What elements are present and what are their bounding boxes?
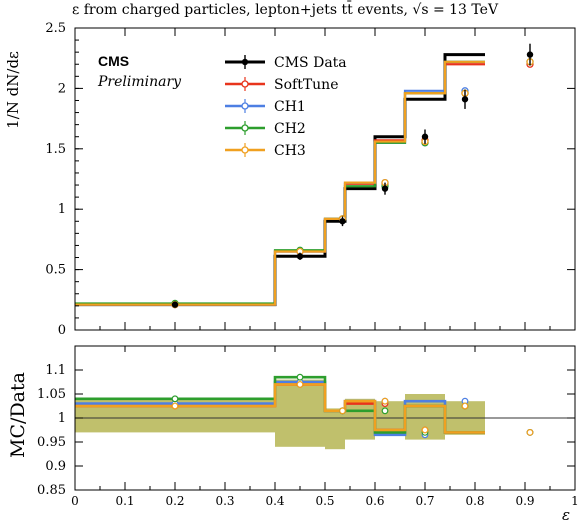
legend-swatch-marker	[241, 146, 249, 154]
data-point	[381, 185, 389, 192]
y-tick-label-top: 2.5	[45, 21, 66, 36]
y-tick-label-top: 1.5	[45, 142, 66, 157]
y-tick-label-top: 1	[58, 202, 66, 217]
ratio-line	[75, 383, 485, 434]
y-tick-label-ratio: 0.95	[37, 435, 66, 450]
legend-swatch-marker	[241, 58, 249, 66]
data-point	[526, 51, 534, 58]
legend-swatch-marker	[241, 80, 249, 88]
data-point	[421, 133, 429, 140]
ratio-marker	[296, 381, 304, 388]
data-point	[339, 218, 346, 225]
y-tick-label-ratio: 1	[58, 411, 66, 426]
legend-label: SoftTune	[274, 77, 338, 93]
ratio-marker	[381, 407, 389, 415]
x-axis-label: ε	[562, 506, 570, 524]
x-tick-label: 0	[71, 494, 79, 508]
x-tick-label: 0.3	[215, 494, 234, 508]
y-tick-label-top: 0	[58, 323, 66, 338]
x-tick-label: 0.7	[415, 494, 434, 508]
y-tick-label-ratio: 1.1	[45, 363, 66, 378]
ratio-marker	[526, 429, 534, 436]
x-tick-label: 0.9	[515, 494, 534, 508]
ratio-marker	[296, 373, 304, 381]
legend-label: CMS Data	[274, 55, 347, 71]
x-tick-label: 0.6	[365, 494, 384, 508]
legend-label: CH3	[274, 143, 306, 159]
ratio-marker	[171, 402, 179, 410]
x-tick-label: 1	[571, 494, 579, 508]
ratio-marker	[381, 397, 389, 405]
x-tick-label: 0.8	[465, 494, 484, 508]
legend-label: CH2	[274, 121, 306, 137]
x-tick-label: 0.5	[315, 494, 334, 508]
y-tick-label-ratio: 0.85	[37, 483, 66, 498]
chart-title: ε from charged particles, lepton+jets tt…	[72, 0, 499, 18]
y-tick-label-top: 0.5	[45, 263, 66, 278]
x-tick-label: 0.2	[165, 494, 184, 508]
ratio-marker	[421, 426, 429, 434]
ratio-band-bin	[275, 379, 325, 447]
data-point	[171, 301, 179, 308]
x-tick-label: 0.4	[265, 494, 284, 508]
ratio-band-bin	[345, 398, 375, 440]
mc-histogram-line	[75, 60, 485, 306]
ratio-band-bin	[325, 408, 345, 450]
ratio-marker	[461, 402, 469, 410]
legend-label: CH1	[274, 99, 306, 115]
legend-swatch-marker	[241, 124, 249, 132]
ratio-marker	[339, 407, 346, 415]
legend-swatch-marker	[241, 102, 249, 110]
y-axis-label-top: 1/N dN/dε	[4, 51, 22, 129]
x-tick-label: 0.1	[115, 494, 134, 508]
data-point	[461, 96, 469, 103]
y-tick-label-ratio: 1.05	[37, 387, 66, 402]
data-point	[296, 253, 304, 260]
data-histogram-line	[75, 53, 485, 307]
ratio-marker	[171, 395, 179, 403]
cms-logo: CMS	[98, 53, 129, 69]
y-tick-label-ratio: 0.9	[45, 459, 66, 474]
y-tick-label-top: 2	[58, 81, 66, 96]
preliminary-label: Preliminary	[97, 74, 182, 90]
y-axis-label-ratio: MC/Data	[7, 372, 29, 458]
